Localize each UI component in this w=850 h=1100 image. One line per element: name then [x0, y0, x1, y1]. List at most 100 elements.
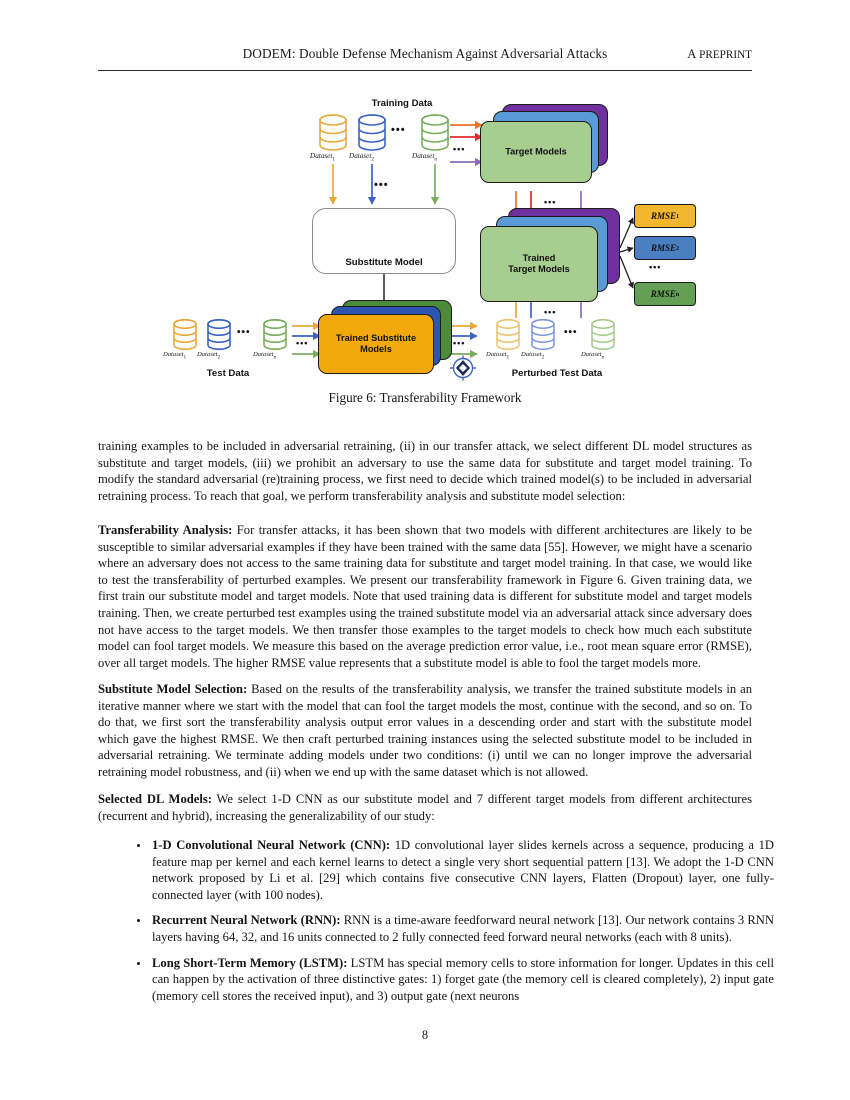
list-item-lstm: Long Short-Term Memory (LSTM): LSTM has … [150, 955, 774, 1005]
ellipsis-perturbed-to-trained: ••• [544, 307, 557, 317]
training-ds2-text: Dataset [349, 152, 372, 160]
rmse-n-text: RMSE [650, 289, 676, 299]
lstm-text: LSTM has special memory cells to store i… [152, 955, 775, 1003]
page-number: 8 [421, 1028, 429, 1042]
ellipsis-rmse: ••• [649, 262, 662, 272]
rmse-2-sub: 2 [675, 244, 680, 252]
lstm-lead: Long Short-Term Memory (LSTM): [152, 955, 348, 970]
running-header: DODEM: Double Defense Mechanism Against … [98, 46, 752, 70]
substitute-model-selection-lead: Substitute Model Selection: [98, 682, 248, 696]
trained-substitute-models-label: Trained Substitute Models [335, 332, 417, 354]
substitute-model-box: Substitute Model [312, 208, 456, 274]
training-dataset-1-label: Dataset1 [310, 152, 335, 162]
running-header-preprint: A PREPRINT [687, 47, 752, 62]
adversarial-attack-icon [450, 355, 476, 381]
preprint-word: PREPRINT [699, 49, 752, 61]
paragraph-3-text: Based on the results of the transferabil… [98, 682, 752, 779]
test-ds2-sub: 2 [217, 354, 221, 361]
perturbed-test-data-label: Perturbed Test Data [511, 368, 603, 379]
rnn-text: RNN is a time-aware feedforward neural n… [152, 913, 774, 944]
perturbed-dataset-2-label: Dataset2 [521, 351, 544, 360]
perturbed-dataset-2-cylinder [531, 319, 555, 350]
training-dsn-text: Dataset [412, 152, 435, 160]
test-ds1-text: Dataset [163, 351, 184, 358]
rmse-n-sub: n [675, 290, 680, 298]
target-models-label: Target Models [505, 146, 567, 157]
trained-target-models-label: Trained Target Models [508, 252, 570, 274]
trained-target-card-green: Trained Target Models [480, 226, 598, 302]
training-dataset-1-cylinder [319, 114, 347, 151]
selected-dl-models-lead: Selected DL Models: [98, 792, 212, 806]
target-models-stack: Target Models [480, 104, 610, 194]
test-dataset-2-label: Dataset2 [197, 351, 220, 360]
running-header-title: DODEM: Double Defense Mechanism Against … [242, 46, 608, 61]
test-data-label: Test Data [206, 368, 250, 379]
training-dataset-2-cylinder [358, 114, 386, 151]
figure-6-transferability-framework: Substitute Model Target Models Trained T… [98, 96, 752, 396]
arrow-trained-to-rmse-n [619, 255, 634, 289]
test-ds1-sub: 1 [183, 354, 187, 361]
paragraph-continuation: training examples to be included in adve… [98, 438, 752, 515]
training-dataset-2-label: Dataset2 [349, 152, 374, 162]
paragraph-selected-dl-models: Selected DL Models: We select 1-D CNN as… [98, 791, 752, 835]
substitute-model-label: Substitute Model [345, 257, 423, 268]
test-ds2-text: Dataset [197, 351, 218, 358]
perturbed-dataset-n-cylinder [591, 319, 615, 350]
training-ds1-text: Dataset [310, 152, 333, 160]
rmse-2-text: RMSE [650, 243, 676, 253]
test-dsn-sub: n [273, 354, 277, 361]
ellipsis-subst-arrows: ••• [453, 338, 466, 348]
paragraph-3: Substitute Model Selection: Based on the… [98, 681, 752, 781]
paragraph-1-text: training examples to be included in adve… [98, 439, 752, 503]
pert-ds1-text: Dataset [486, 351, 507, 358]
cnn-lead: 1-D Convolutional Neural Network (CNN): [152, 838, 391, 852]
training-dataset-n-cylinder [421, 114, 449, 151]
pert-dsn-sub: n [601, 354, 605, 361]
ellipsis-perturbed-row: ••• [564, 327, 578, 338]
rmse-1-sub: 1 [675, 212, 680, 220]
list-item-rnn: Recurrent Neural Network (RNN): RNN is a… [150, 912, 774, 945]
trained-target-models-stack: Trained Target Models [480, 208, 625, 303]
list-item-cnn: 1-D Convolutional Neural Network (CNN): … [150, 837, 774, 903]
header-rule [98, 70, 752, 71]
paragraph-transferability-analysis: Transferability Analysis: For transfer a… [98, 522, 752, 682]
arrow-trained-to-rmse2 [619, 246, 634, 253]
test-dataset-n-cylinder [263, 319, 287, 350]
ellipsis-training-row: ••• [391, 124, 406, 136]
paragraph-2-text: For transfer attacks, it has been shown … [98, 523, 752, 670]
perturbed-dataset-1-cylinder [496, 319, 520, 350]
training-ds2-sub: 2 [371, 156, 375, 163]
training-dsn-sub: n [434, 156, 438, 163]
trained-substitute-models-stack: Trained Substitute Models [318, 300, 463, 380]
preprint-a: A [687, 47, 697, 61]
transferability-analysis-lead: Transferability Analysis: [98, 523, 233, 537]
test-dataset-1-label: Dataset1 [163, 351, 186, 360]
arrow-trained-to-rmse1 [619, 217, 634, 249]
test-dataset-1-cylinder [173, 319, 197, 350]
ellipsis-arrows-to-target: ••• [453, 144, 466, 154]
paragraph-2: Transferability Analysis: For transfer a… [98, 522, 752, 671]
target-models-card-green: Target Models [480, 121, 592, 183]
perturbed-dataset-n-label: Datasetn [581, 351, 604, 360]
paragraph-4: Selected DL Models: We select 1-D CNN as… [98, 791, 752, 824]
test-dataset-2-cylinder [207, 319, 231, 350]
ellipsis-test-arrows: ••• [296, 338, 309, 348]
training-dataset-n-label: Datasetn [412, 152, 437, 162]
rmse-1-text: RMSE [650, 211, 676, 221]
pert-ds2-sub: 2 [541, 354, 545, 361]
training-data-label: Training Data [371, 98, 433, 109]
perturbed-dataset-1-label: Dataset1 [486, 351, 509, 360]
pert-dsn-text: Dataset [581, 351, 602, 358]
ellipsis-training-vertical: ••• [374, 179, 389, 191]
dl-models-bullet-list: 1-D Convolutional Neural Network (CNN): … [128, 837, 774, 1013]
paragraph-substitute-model-selection: Substitute Model Selection: Based on the… [98, 681, 752, 792]
training-ds1-sub: 1 [332, 156, 336, 163]
cnn-text: 1D convolutional layer slides kernels ac… [152, 838, 775, 902]
trained-substitute-card-orange: Trained Substitute Models [318, 314, 434, 374]
test-dataset-n-label: Datasetn [253, 351, 276, 360]
paragraph-4-text: We select 1-D CNN as our substitute mode… [98, 792, 752, 823]
